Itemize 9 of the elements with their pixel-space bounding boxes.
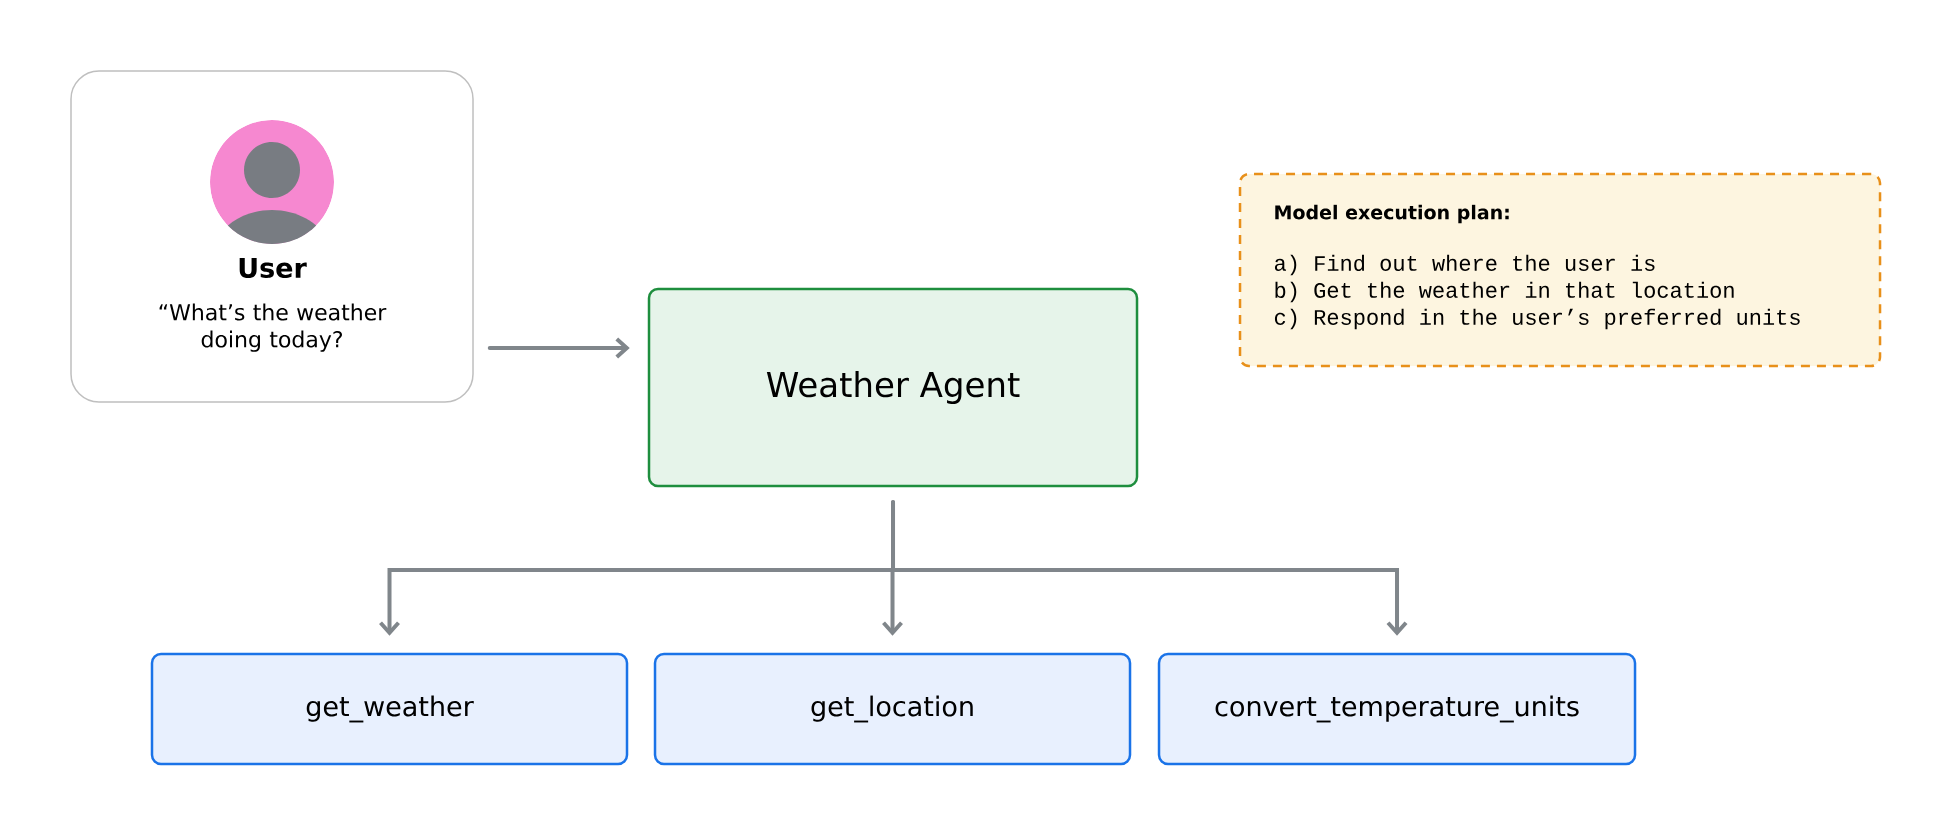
arrow (487, 337, 630, 359)
tool-box: convert_temperature_units (1157, 652, 1637, 766)
agent-box: Weather Agent (647, 287, 1139, 488)
arrow (891, 500, 1408, 636)
quote-text: “What’s the weather doing today? (159, 303, 387, 352)
tool-box: get_weather (150, 652, 629, 766)
tool-box: get_location (653, 652, 1132, 766)
user-name: User (239, 257, 307, 279)
plan-note: Model execution plan: a) Find out where the user is b) Get the weather in that location c) Respond in the user’s preferred units (1238, 172, 1882, 368)
